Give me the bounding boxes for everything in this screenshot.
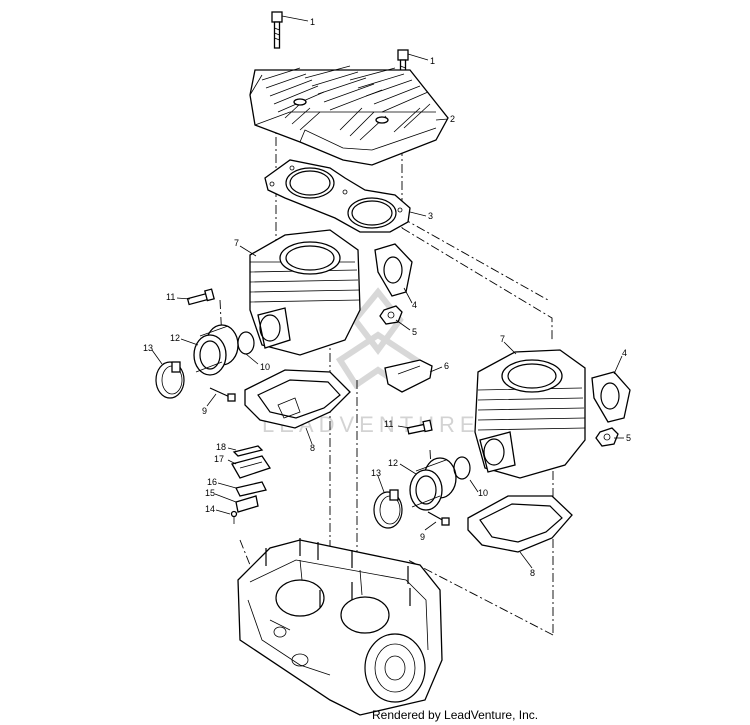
o-ring-right xyxy=(453,456,471,480)
base-gasket-right xyxy=(467,495,573,553)
callout-4: 4 xyxy=(622,348,627,358)
callout-18: 18 xyxy=(216,442,226,452)
bolt-11-right xyxy=(406,419,433,435)
base-gasket-left xyxy=(244,369,351,429)
cylinder-head xyxy=(249,65,449,166)
exhaust-gasket-right xyxy=(591,371,631,423)
callout-15: 15 xyxy=(205,488,215,498)
intake-boot-left xyxy=(193,324,239,376)
callout-10: 10 xyxy=(260,362,270,372)
clamp-right xyxy=(373,489,403,529)
callout-7: 7 xyxy=(234,238,239,248)
callout-13: 13 xyxy=(371,468,381,478)
render-credit: Rendered by LeadVenture, Inc. xyxy=(372,708,539,722)
leader-lines xyxy=(151,15,624,569)
cooling-fins xyxy=(261,65,431,141)
callout-6: 6 xyxy=(444,361,449,371)
reed-plate-15 xyxy=(235,495,259,513)
screw-14 xyxy=(230,510,238,518)
callout-9: 9 xyxy=(420,532,425,542)
callout-12: 12 xyxy=(170,333,180,343)
callout-3: 3 xyxy=(428,211,433,221)
callout-14: 14 xyxy=(205,504,215,514)
head-bolt-left xyxy=(271,11,283,49)
callout-11: 11 xyxy=(166,292,175,302)
callout-1: 1 xyxy=(310,17,315,27)
callout-labels: 1 1 2 3 7 4 5 11 12 10 13 9 6 7 4 8 11 5… xyxy=(143,17,631,578)
screw-left xyxy=(209,387,236,402)
callout-5: 5 xyxy=(412,327,417,337)
callout-4: 4 xyxy=(412,300,417,310)
callout-16: 16 xyxy=(207,477,217,487)
crankcase-studs xyxy=(265,538,411,608)
callout-12: 12 xyxy=(388,458,398,468)
head-gasket xyxy=(264,159,411,233)
o-ring-left xyxy=(237,331,255,355)
reed-stop-18 xyxy=(232,445,264,457)
intake-boot-right xyxy=(409,457,457,511)
callout-10: 10 xyxy=(478,488,488,498)
clamp-left xyxy=(155,361,185,399)
callout-2: 2 xyxy=(450,114,455,124)
bolt-11-left xyxy=(186,288,215,306)
crankcase xyxy=(237,538,443,716)
callout-1: 1 xyxy=(430,56,435,66)
reed-petal-16 xyxy=(235,481,267,497)
reed-valve-parts xyxy=(230,445,272,524)
exhaust-gasket-left xyxy=(374,243,413,297)
callout-8: 8 xyxy=(530,568,535,578)
cylinder-right xyxy=(474,349,586,479)
callout-7: 7 xyxy=(500,334,505,344)
reed-cage-17 xyxy=(231,455,272,479)
exhaust-block xyxy=(384,359,433,393)
screw-right xyxy=(427,511,450,526)
callout-11: 11 xyxy=(384,419,393,429)
callout-13: 13 xyxy=(143,343,153,353)
cylinder-left xyxy=(249,229,361,356)
nut-left xyxy=(379,305,403,325)
callout-9: 9 xyxy=(202,406,207,416)
callout-8: 8 xyxy=(310,443,315,453)
callout-5: 5 xyxy=(626,433,631,443)
nut-right xyxy=(595,427,619,447)
callout-17: 17 xyxy=(214,454,224,464)
